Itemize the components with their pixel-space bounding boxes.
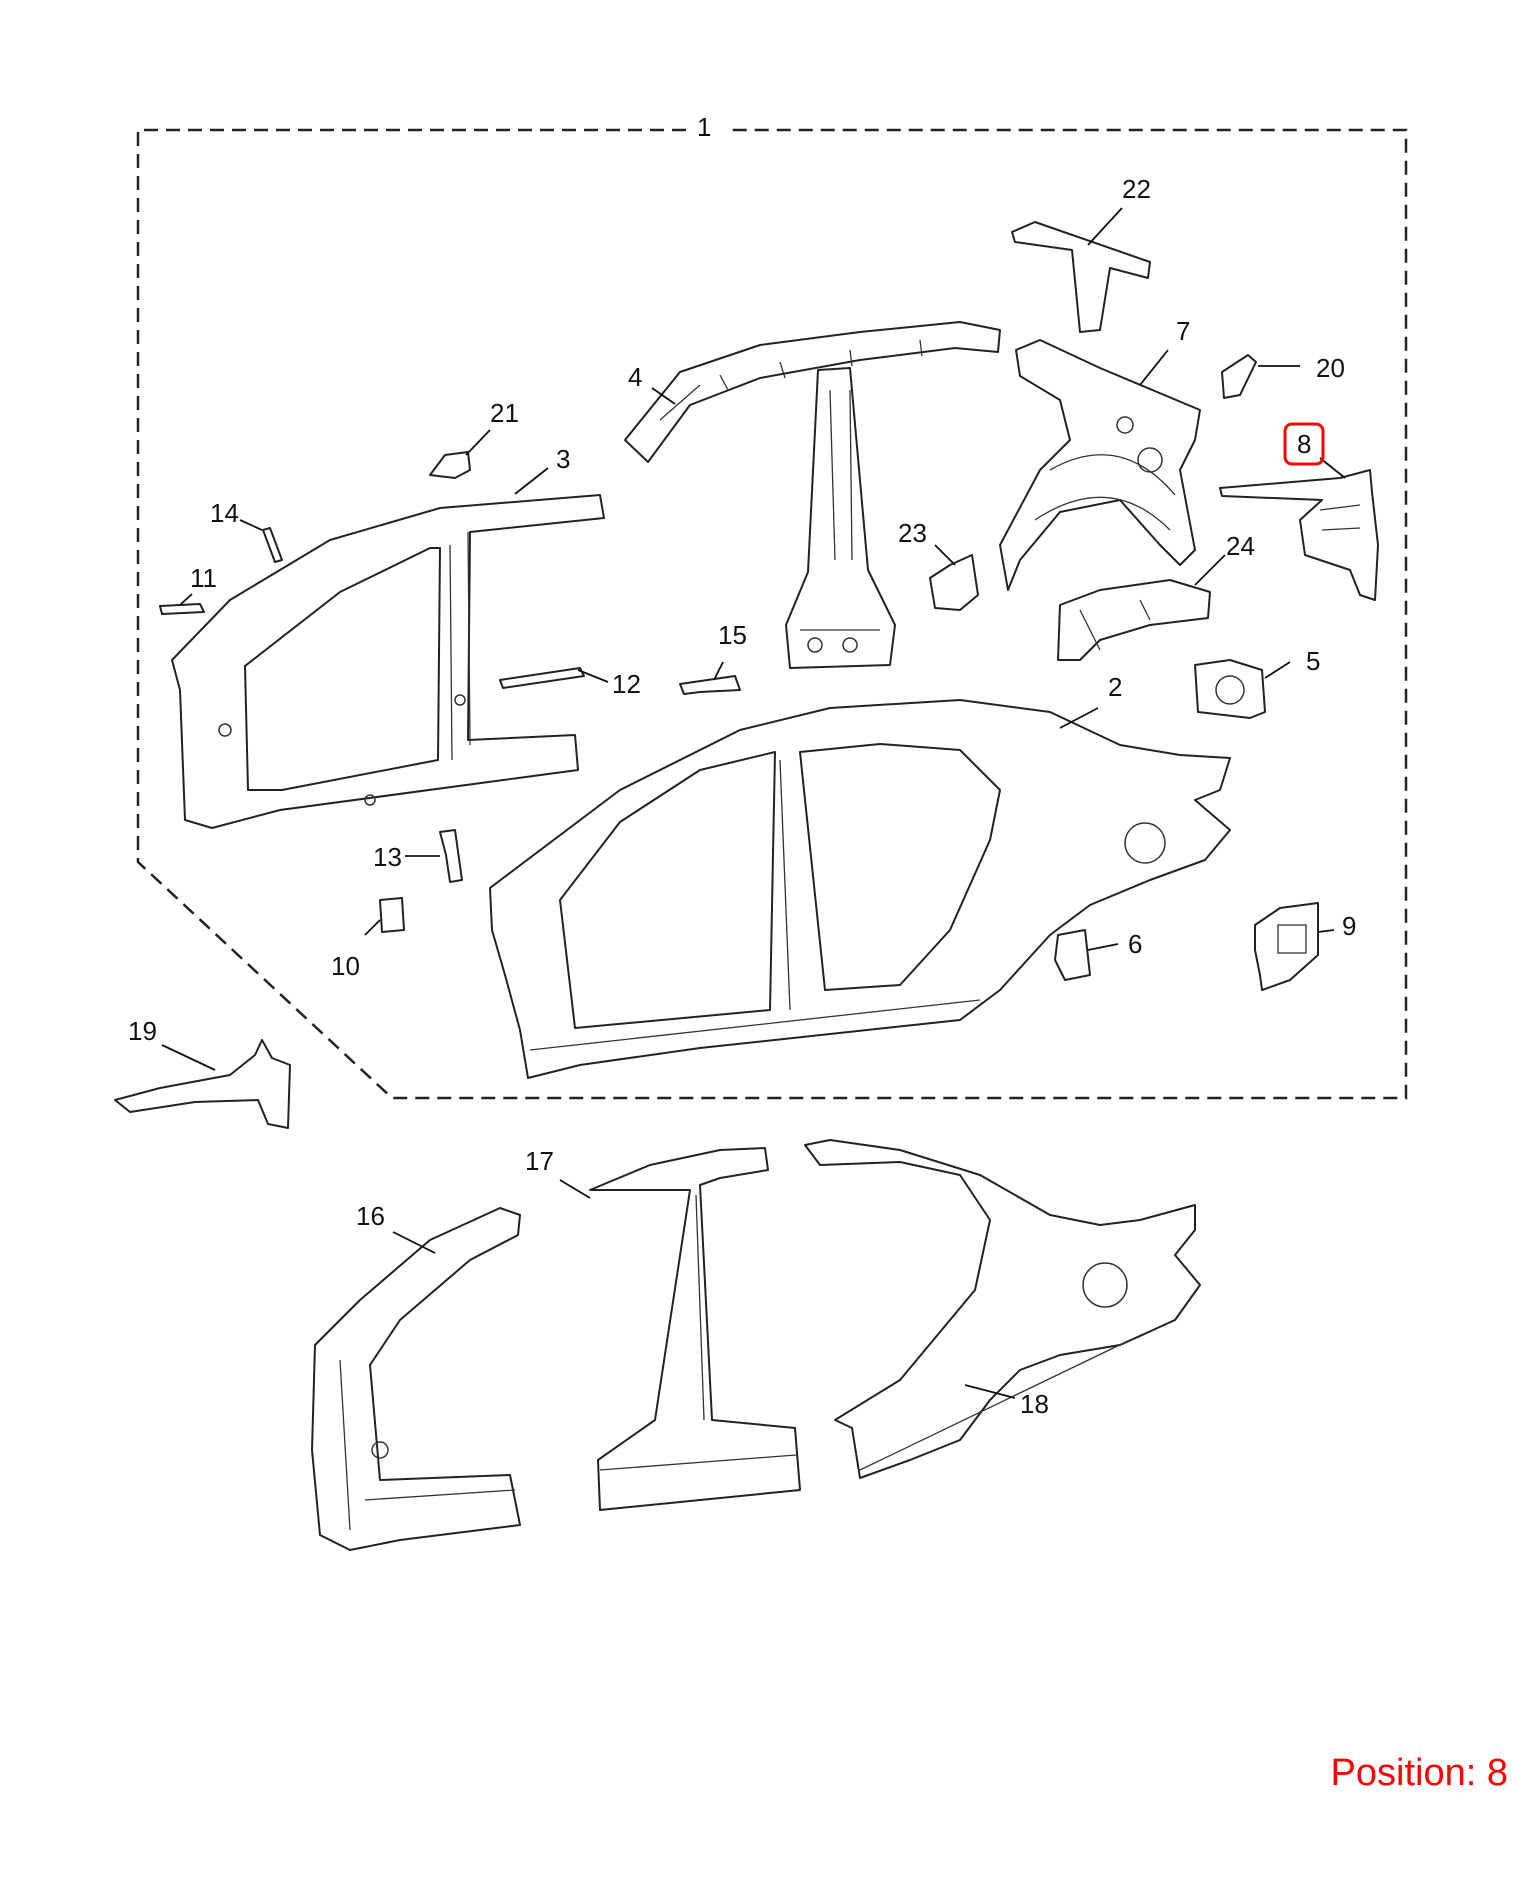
callout-12[interactable]: 12 <box>612 669 641 699</box>
leader-6 <box>1087 943 1119 951</box>
part-24-reinforcement[interactable] <box>1057 579 1211 661</box>
part-19-reinforcement[interactable] <box>114 1039 291 1129</box>
leader-5 <box>1264 661 1291 679</box>
callout-23[interactable]: 23 <box>898 518 927 548</box>
assembly-boundary-dashed <box>136 128 1408 1100</box>
leader-4 <box>651 387 676 405</box>
callout-labels: 1 2 3 4 5 6 7 8 9 10 11 12 13 14 15 16 1… <box>128 112 1356 1419</box>
leader-15 <box>713 661 724 681</box>
callout-19[interactable]: 19 <box>128 1016 157 1046</box>
callout-6[interactable]: 6 <box>1128 929 1142 959</box>
leader-18 <box>964 1384 1016 1399</box>
leader-11 <box>179 593 193 606</box>
callout-11[interactable]: 11 <box>190 563 217 593</box>
callout-10[interactable]: 10 <box>331 951 360 981</box>
part-3-front-inner-frame[interactable] <box>171 494 605 829</box>
part-10-bracket[interactable] <box>379 897 405 933</box>
callout-7[interactable]: 7 <box>1176 316 1190 346</box>
leader-21 <box>465 429 491 456</box>
part-5-fuel-housing[interactable] <box>1194 659 1266 719</box>
part-7-quarter-inner[interactable] <box>999 339 1201 591</box>
part-20-bracket[interactable] <box>1221 354 1257 399</box>
part-6-bracket[interactable] <box>1054 929 1091 981</box>
leader-10 <box>364 919 381 936</box>
callout-8-highlight-box <box>1283 422 1325 466</box>
callout-4[interactable]: 4 <box>628 362 642 392</box>
part-11-strip[interactable] <box>159 603 205 615</box>
leader-16 <box>392 1231 436 1254</box>
callout-5[interactable]: 5 <box>1306 646 1320 676</box>
part-16-front-pillar-outer[interactable] <box>311 1207 521 1551</box>
part-4-roof-rail[interactable] <box>624 321 1001 463</box>
part-2-outer-body-side[interactable] <box>489 699 1231 1079</box>
part-14-clip[interactable] <box>262 527 283 563</box>
part-13-clip[interactable] <box>439 829 463 883</box>
leader-23 <box>934 544 956 566</box>
part-21-bracket[interactable] <box>429 451 471 479</box>
callout-16[interactable]: 16 <box>356 1201 385 1231</box>
callout-3[interactable]: 3 <box>556 444 570 474</box>
position-caption: Position: 8 <box>1330 1752 1508 1794</box>
callout-22[interactable]: 22 <box>1122 174 1151 204</box>
leader-8 <box>1319 457 1346 479</box>
callout-13[interactable]: 13 <box>373 842 402 872</box>
leader-19 <box>161 1044 216 1071</box>
callout-18[interactable]: 18 <box>1020 1389 1049 1419</box>
part-17-center-pillar-outer[interactable] <box>589 1147 801 1511</box>
part-18-quarter-outer[interactable] <box>804 1139 1201 1479</box>
part-9-bracket[interactable] <box>1254 902 1319 991</box>
callout-14[interactable]: 14 <box>210 498 239 528</box>
callout-21[interactable]: 21 <box>490 398 519 428</box>
leader-9 <box>1317 929 1335 933</box>
leader-3 <box>514 467 549 495</box>
part-12-strip[interactable] <box>499 667 585 689</box>
part-4-b-pillar-inner[interactable] <box>785 367 896 669</box>
callout-2[interactable]: 2 <box>1108 672 1122 702</box>
leader-12 <box>577 669 609 683</box>
leader-17 <box>559 1179 591 1199</box>
part-15-bracket[interactable] <box>679 675 741 695</box>
part-23-bracket[interactable] <box>929 554 979 611</box>
leader-2 <box>1059 707 1099 729</box>
callout-1[interactable]: 1 <box>697 112 711 142</box>
callout-15[interactable]: 15 <box>718 620 747 650</box>
leader-14 <box>239 519 263 531</box>
callout-8[interactable]: 8 <box>1297 429 1311 459</box>
part-8-rear-panel[interactable] <box>1219 469 1379 601</box>
callout-9[interactable]: 9 <box>1342 911 1356 941</box>
leader-22 <box>1087 207 1123 246</box>
callout-20[interactable]: 20 <box>1316 353 1345 383</box>
leader-7 <box>1139 349 1169 386</box>
leader-lines <box>161 207 1346 1399</box>
callout-24[interactable]: 24 <box>1226 531 1255 561</box>
part-22-brace[interactable] <box>1011 221 1151 333</box>
leader-24 <box>1194 554 1226 586</box>
callout-17[interactable]: 17 <box>525 1146 554 1176</box>
